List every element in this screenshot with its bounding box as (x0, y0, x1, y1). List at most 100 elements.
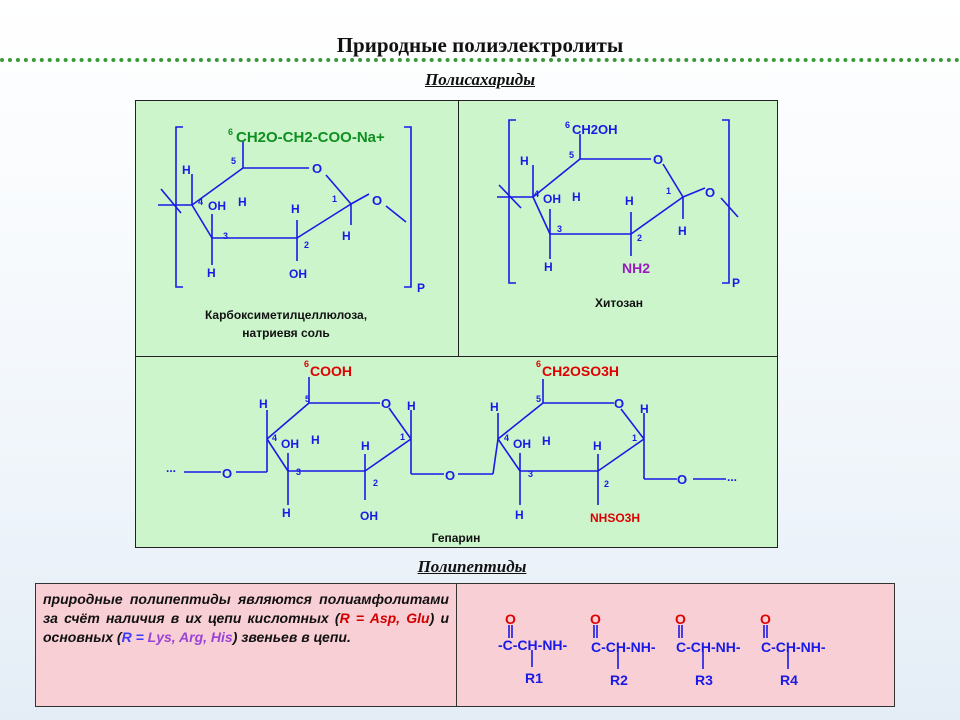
heparin-u2-h-bottom: H (515, 508, 524, 522)
heparin-u2-locant-3: 3 (528, 469, 533, 479)
heparin-u1-h-top: H (259, 397, 268, 411)
polypeptide-box: природные полипептиды являются полиамфол… (35, 583, 895, 707)
chitosan-atom-h-bottom: H (544, 260, 553, 274)
peptide-oxygen-3: O (675, 611, 686, 627)
peptide-unit-4: C-CH-NH- (761, 639, 826, 655)
heparin-u1-h-mid: H (311, 433, 320, 447)
chitosan-structure: 6 CH2OH H 5 O 4 OH H H 1 O 3 2 H H NH2 P (497, 119, 740, 290)
heparin-u2-h-top: H (490, 400, 499, 414)
peptide-unit-1: -C-CH-NH- (498, 637, 568, 653)
heparin-u1-h-right: H (407, 399, 416, 413)
heparin-structure: ... O 6 COOH H 5 O H 4 OH H H 1 3 2 H OH… (166, 359, 737, 525)
cmc-caption-line2: натриевя соль (242, 326, 330, 340)
chitosan-atom-h-c2: H (625, 194, 634, 208)
cmc-locant-2: 2 (304, 240, 309, 250)
heparin-panel: ... O 6 COOH H 5 O H 4 OH H H 1 3 2 H OH… (135, 356, 778, 548)
heparin-u2-oxygen-right: O (677, 472, 687, 487)
cmc-atom-h-c2: H (291, 202, 300, 216)
cmc-locant-5: 5 (231, 156, 236, 166)
heparin-u2-h-right: H (640, 402, 649, 416)
chitosan-degree-p: P (732, 276, 740, 290)
cmc-caption-line1: Карбоксиметилцеллюлоза, (204, 308, 368, 322)
peptide-r2: R2 (610, 672, 628, 688)
polypeptide-description: природные полипептиды являются полиамфол… (43, 590, 449, 647)
slide-title: Природные полиэлектролиты (336, 33, 624, 57)
chitosan-atom-h-top: H (520, 154, 529, 168)
chitosan-substituent-number: 6 (565, 120, 570, 130)
cmc-locant-3: 3 (223, 231, 228, 241)
chitosan-locant-3: 3 (557, 224, 562, 234)
cmc-caption: Карбоксиметилцеллюлоза, натриевя соль (176, 306, 396, 342)
polysaccharides-heading: Полисахариды (424, 70, 536, 89)
heparin-u1-h-bottom: H (282, 506, 291, 520)
cmc-atom-h-bottom: H (207, 266, 216, 280)
title-divider (0, 58, 960, 62)
heparin-caption: Гепарин (431, 531, 481, 545)
polypeptide-base-residues: Lys, Arg, His (147, 629, 233, 645)
cmc-atom-oh-bottom: OH (289, 267, 307, 281)
heparin-u1-locant-2: 2 (373, 478, 378, 488)
heparin-dots-left: ... (166, 461, 176, 475)
chitosan-locant-5: 5 (569, 150, 574, 160)
heparin-u1-h-c2: H (361, 439, 370, 453)
heparin-u1-locant-4: 4 (272, 433, 277, 443)
heparin-u2-locant-4: 4 (504, 433, 509, 443)
heparin-dots-right: ... (727, 470, 737, 484)
chitosan-locant-4: 4 (534, 189, 539, 199)
cmc-substituent: CH2O-CH2-COO-Na+ (236, 129, 385, 146)
heparin-u2-ring-oxygen: O (614, 396, 624, 411)
chitosan-caption: Хитозан (595, 296, 643, 310)
peptide-r1: R1 (525, 670, 543, 686)
chitosan-ring-oxygen: O (653, 152, 663, 167)
chitosan-locant-1: 1 (666, 186, 671, 196)
heparin-bridge-oxygen: O (445, 468, 455, 483)
chitosan-link-oxygen: O (705, 185, 715, 200)
peptide-oxygen-1: O (505, 611, 516, 627)
heparin-u1-locant-1: 1 (400, 432, 405, 442)
cmc-locant-1: 1 (332, 194, 337, 204)
chitosan-panel: 6 CH2OH H 5 O 4 OH H H 1 O 3 2 H H NH2 P… (458, 100, 778, 358)
chitosan-atom-oh-left: OH (543, 192, 561, 206)
heparin-u2-h-mid: H (542, 434, 551, 448)
heparin-u2-substituent: CH2OSO3H (542, 363, 619, 379)
polypeptides-heading: Полипептиды (417, 557, 527, 576)
cmc-atom-h-mid: H (238, 195, 247, 209)
chitosan-locant-2: 2 (637, 233, 642, 243)
cmc-substituent-number: 6 (228, 127, 233, 137)
peptide-unit-3: C-CH-NH- (676, 639, 741, 655)
chitosan-amine: NH2 (622, 260, 650, 276)
heparin-u1-substituent-number: 6 (304, 359, 309, 369)
heparin-u2-sulfamate: NHSO3H (590, 511, 640, 525)
heparin-u1-substituent: COOH (310, 363, 352, 379)
heparin-u1-oh-bottom: OH (360, 509, 378, 523)
cmc-link-oxygen: O (372, 193, 382, 208)
chitosan-atom-h-mid: H (572, 190, 581, 204)
peptide-unit-2: C-CH-NH- (591, 639, 656, 655)
peptide-oxygen-4: O (760, 611, 771, 627)
heparin-u1-oh-left: OH (281, 437, 299, 451)
cmc-locant-4: 4 (198, 197, 203, 207)
heparin-u1-locant-3: 3 (296, 467, 301, 477)
cmc-atom-h-c1: H (342, 229, 351, 243)
heparin-u2-locant-1: 1 (632, 433, 637, 443)
peptide-r3: R3 (695, 672, 713, 688)
heparin-u1-ring-oxygen: O (381, 396, 391, 411)
heparin-u2-locant-2: 2 (604, 479, 609, 489)
heparin-u2-substituent-number: 6 (536, 359, 541, 369)
cmc-atom-h-top: H (182, 163, 191, 177)
polypeptide-acid-residues: Asp, Glu (369, 610, 430, 626)
heparin-u2-oh-left: OH (513, 437, 531, 451)
polypeptide-text-1: природные полипептиды являются полиамфол… (43, 591, 449, 626)
polypeptide-text-3: ) звеньев в цепи. (232, 629, 351, 645)
polypeptide-chain: O O O O -C-CH-NH- C-CH-NH- C-CH-NH- C-CH… (498, 611, 826, 688)
cmc-degree-p: P (417, 281, 425, 295)
polypeptide-divider (456, 584, 457, 706)
heparin-u2-locant-5: 5 (536, 394, 541, 404)
polypeptide-r-eq-base: R = (121, 629, 148, 645)
cmc-ring-oxygen: O (312, 161, 322, 176)
polypeptide-r-eq-acid: R = (339, 610, 370, 626)
cmc-structure: 6 CH2O-CH2-COO-Na+ H 5 O 4 OH H H 1 O 3 … (158, 126, 425, 295)
cmc-panel: 6 CH2O-CH2-COO-Na+ H 5 O 4 OH H H 1 O 3 … (135, 100, 460, 358)
chitosan-substituent: CH2OH (572, 122, 618, 137)
heparin-u2-h-c2: H (593, 439, 602, 453)
